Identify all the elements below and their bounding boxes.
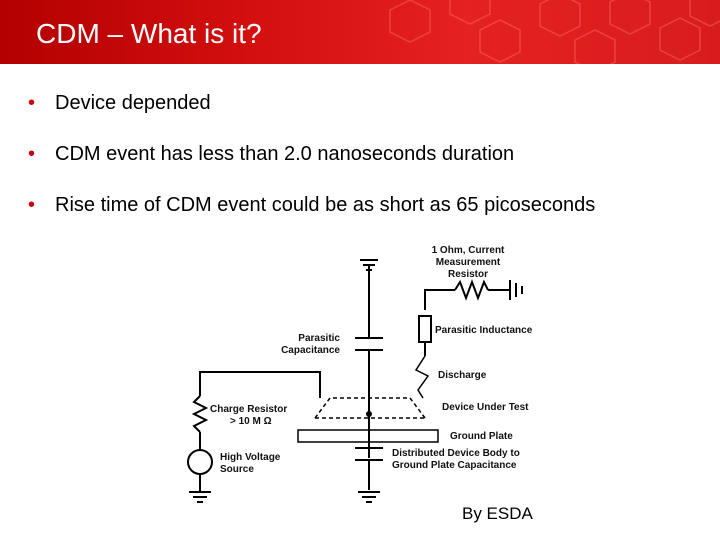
device-under-test-symbol (314, 397, 426, 419)
slide-title: CDM – What is it? (36, 18, 262, 49)
measurement-resistor-symbol (424, 279, 523, 310)
measurement-resistor-label: Resistor (448, 269, 488, 280)
bullet-icon: • (28, 92, 36, 114)
bullet-icon: • (28, 143, 36, 165)
ground-plate-symbol (297, 429, 439, 443)
bullet-text: Device depended (55, 92, 211, 114)
ground-plate-label: Ground Plate (450, 431, 513, 442)
distributed-capacitor-symbol (355, 447, 383, 490)
parasitic-capacitance-label: Capacitance (281, 345, 340, 356)
discharge-spark-icon (414, 355, 430, 399)
ground-symbol-bottom-right (358, 491, 380, 503)
bullet-item: • Rise time of CDM event could be as sho… (28, 188, 595, 239)
charge-resistor-symbol (191, 371, 321, 450)
high-voltage-source-symbol (187, 449, 213, 492)
high-voltage-source-label: High Voltage (220, 452, 281, 463)
cdm-circuit-diagram: 1 Ohm, Current Measurement Resistor Para… (187, 245, 533, 503)
high-voltage-source-label: Source (220, 464, 254, 475)
ground-symbol-top (360, 259, 378, 338)
parasitic-capacitor-symbol (355, 337, 383, 458)
image-credit: By ESDA (462, 504, 533, 523)
device-under-test-label: Device Under Test (442, 402, 529, 413)
parasitic-capacitance-label: Parasitic (298, 333, 340, 344)
bullet-icon: • (28, 194, 36, 216)
discharge-label: Discharge (438, 370, 487, 381)
charge-resistor-label: Charge Resistor (210, 404, 287, 415)
title-bar: CDM – What is it? (0, 0, 720, 64)
bullet-item: • CDM event has less than 2.0 nanosecond… (28, 137, 595, 188)
bullet-item: • Device depended (28, 86, 595, 137)
distributed-capacitance-label: Ground Plate Capacitance (392, 460, 517, 471)
charge-resistor-label: > 10 M Ω (230, 416, 272, 427)
parasitic-inductance-label: Parasitic Inductance (435, 325, 533, 336)
distributed-capacitance-label: Distributed Device Body to (392, 448, 520, 459)
bullet-text: CDM event has less than 2.0 nanoseconds … (55, 143, 515, 165)
hexagon-pattern-decoration (389, 0, 720, 64)
bullet-list: • Device depended • CDM event has less t… (28, 86, 595, 239)
node-dot (366, 411, 372, 417)
bullet-text: Rise time of CDM event could be as short… (55, 194, 596, 216)
parasitic-inductance-symbol (418, 315, 432, 356)
measurement-resistor-label: Measurement (436, 257, 501, 268)
measurement-resistor-label: 1 Ohm, Current (432, 245, 505, 256)
ground-symbol-bottom-left (189, 491, 211, 503)
